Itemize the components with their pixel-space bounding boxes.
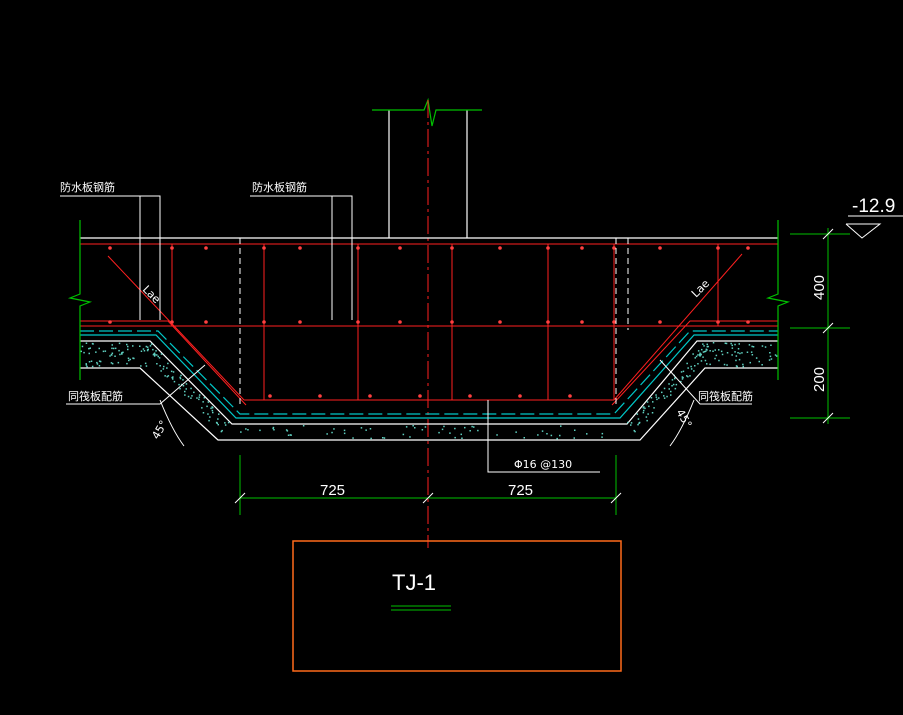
title-box-title: TJ-1 <box>392 570 436 595</box>
title-box: TJ-1 <box>292 540 622 672</box>
raft-rebar-label-right: 同筏板配筋 <box>698 389 753 403</box>
waterproof-layer <box>80 330 778 419</box>
angle-arcs <box>159 399 695 447</box>
dimension-vertical <box>790 228 850 424</box>
dimension-horizontal <box>234 455 622 515</box>
angle-label-right: 45° <box>673 407 694 430</box>
lae-label-right: Lae <box>689 277 712 300</box>
column <box>372 97 482 238</box>
elevation-mark <box>845 215 903 239</box>
waterproof-rebar-label-left: 防水板钢筋 <box>60 180 115 194</box>
dimension-bottom-height: 200 <box>811 367 828 392</box>
leader-lines <box>60 195 752 473</box>
raft-rebar-label-left: 同筏板配筋 <box>68 389 123 403</box>
dimension-left-width: 725 <box>320 482 345 499</box>
rebar-spec-label: Φ16 @130 <box>514 458 572 471</box>
column-break-line <box>372 97 482 127</box>
rebar-grid <box>80 243 778 406</box>
side-break-lines <box>67 220 791 380</box>
dimension-top-height: 400 <box>811 275 828 300</box>
dashed-guides <box>239 238 629 408</box>
concrete-hatch <box>80 342 778 440</box>
angle-label-left: 45° <box>149 418 170 441</box>
elevation-label: -12.9 <box>852 196 895 217</box>
rebar-dots <box>108 246 750 398</box>
waterproof-rebar-label-right: 防水板钢筋 <box>252 180 307 194</box>
dimension-right-width: 725 <box>508 482 533 499</box>
pit-outline <box>80 237 778 441</box>
